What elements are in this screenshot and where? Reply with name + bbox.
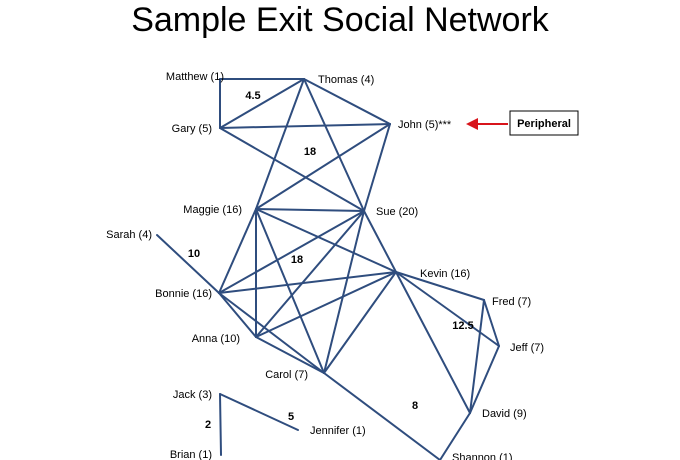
node-label-brian: Brian (1) xyxy=(170,449,212,460)
edge-sarah-bonnie xyxy=(156,234,220,294)
node-label-gary: Gary (5) xyxy=(172,123,212,135)
weight-label-jack: 2 xyxy=(205,419,211,431)
edge-bonnie-kevin xyxy=(218,271,397,294)
edge-kevin-jeff xyxy=(395,271,500,347)
edge-sue-carol xyxy=(323,210,365,374)
node-label-david: David (9) xyxy=(482,408,527,420)
node-label-jennifer: Jennifer (1) xyxy=(310,425,366,437)
node-label-carol: Carol (7) xyxy=(265,369,308,381)
edge-thomas-john xyxy=(303,78,391,125)
node-label-kevin: Kevin (16) xyxy=(420,268,470,280)
node-label-jack: Jack (3) xyxy=(173,389,212,401)
edge-maggie-bonnie xyxy=(218,208,257,294)
node-label-jeff: Jeff (7) xyxy=(510,342,544,354)
edge-bonnie-anna xyxy=(218,292,257,338)
edge-fred-jeff xyxy=(483,299,500,347)
edge-carol-kevin xyxy=(323,271,397,374)
weight-label-upper: 18 xyxy=(304,146,316,158)
edge-kevin-fred xyxy=(395,271,485,301)
edge-kevin-david xyxy=(395,271,471,414)
edge-jeff-david xyxy=(469,345,500,414)
edge-david-shannon xyxy=(439,412,471,460)
arrow-head-icon xyxy=(466,118,478,130)
weight-label-middle: 18 xyxy=(291,254,303,266)
network-edges xyxy=(156,78,500,460)
edge-sue-kevin xyxy=(363,210,397,273)
network-labels: Matthew (1) Thomas (4) Gary (5) John (5)***… xyxy=(106,71,544,460)
slide-title: Sample Exit Social Network xyxy=(131,1,549,39)
weight-label-david: 8 xyxy=(412,400,418,412)
peripheral-label: Peripheral xyxy=(517,118,571,130)
edge-maggie-carol xyxy=(255,208,325,374)
peripheral-callout: Peripheral xyxy=(466,110,579,136)
node-label-shannon: Shannon (1) xyxy=(452,452,513,460)
edge-sue-bonnie xyxy=(218,210,365,294)
edge-jack-jennifer xyxy=(219,393,299,431)
node-label-matthew: Matthew (1) xyxy=(166,71,224,83)
node-label-thomas: Thomas (4) xyxy=(318,74,374,86)
weight-label-sarah: 10 xyxy=(188,248,200,260)
edge-gary-john xyxy=(219,123,391,129)
node-label-john: John (5)*** xyxy=(398,119,452,131)
node-label-anna: Anna (10) xyxy=(192,333,240,345)
edge-jack-brian xyxy=(219,393,222,456)
edge-carol-shannon xyxy=(323,372,441,460)
edge-sue-anna xyxy=(255,210,365,338)
edge-fred-david xyxy=(469,299,485,414)
edge-maggie-sue xyxy=(255,208,365,212)
weight-label-top: 4.5 xyxy=(245,90,260,102)
node-label-maggie: Maggie (16) xyxy=(183,204,242,216)
edge-anna-kevin xyxy=(255,271,397,338)
edge-thomas-maggie xyxy=(255,78,305,210)
edge-john-sue xyxy=(363,123,391,212)
edge-gary-thomas xyxy=(219,78,305,129)
edge-bonnie-carol xyxy=(218,292,325,374)
edge-thomas-sue xyxy=(303,78,365,212)
node-label-sarah: Sarah (4) xyxy=(106,229,152,241)
edge-john-maggie xyxy=(255,123,391,210)
edge-anna-carol xyxy=(255,336,325,374)
peripheral-box xyxy=(509,110,579,136)
node-label-bonnie: Bonnie (16) xyxy=(155,288,212,300)
node-label-fred: Fred (7) xyxy=(492,296,531,308)
node-label-sue: Sue (20) xyxy=(376,206,418,218)
weight-label-right: 12.5 xyxy=(452,320,473,332)
weight-label-jennifer: 5 xyxy=(288,411,294,423)
edge-gary-sue xyxy=(219,127,365,212)
edge-maggie-kevin xyxy=(255,208,397,273)
